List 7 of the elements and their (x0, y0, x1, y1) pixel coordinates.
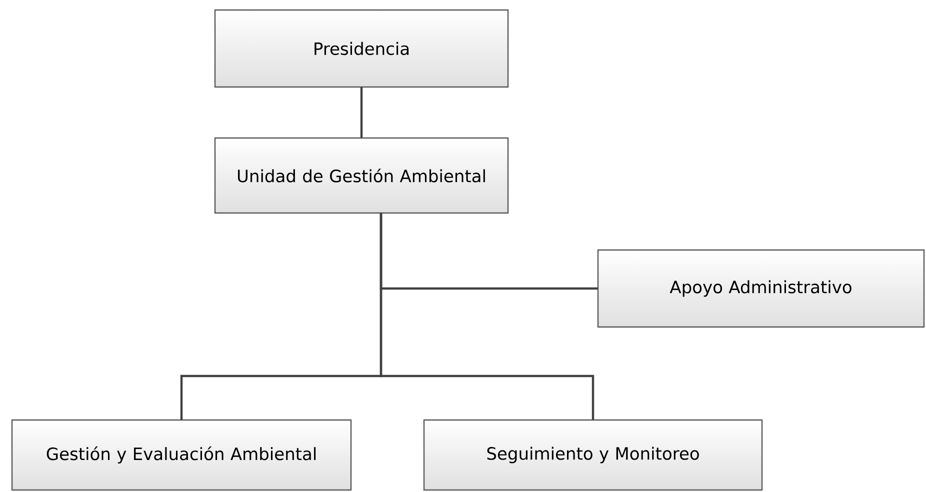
org-box: Apoyo Administrativo (597, 249, 925, 328)
org-box: Gestión y Evaluación Ambiental (11, 419, 352, 491)
org-box: Presidencia (214, 9, 509, 88)
connector-line (360, 87, 363, 138)
org-box: Seguimiento y Monitoreo (423, 419, 763, 491)
connector-line (380, 213, 594, 420)
org-box: Unidad de Gestión Ambiental (214, 137, 509, 214)
